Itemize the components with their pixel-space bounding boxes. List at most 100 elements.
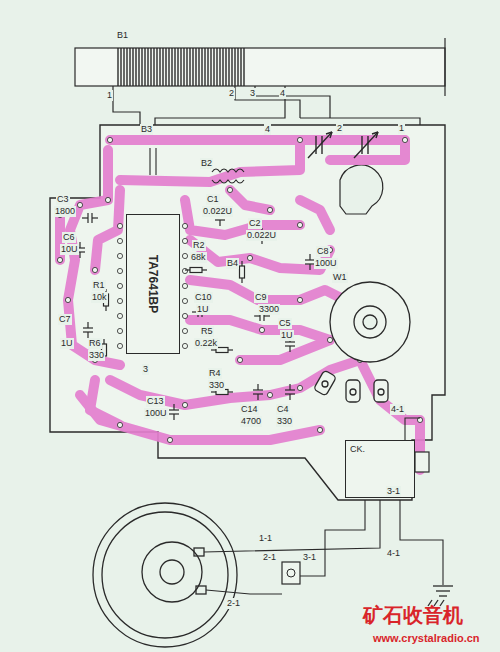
solder-pad bbox=[327, 337, 332, 342]
coil-winding bbox=[147, 48, 148, 86]
coil-winding bbox=[219, 48, 220, 86]
part-label: 3 bbox=[249, 88, 256, 99]
coil-winding bbox=[225, 48, 226, 86]
solder-pad bbox=[117, 253, 122, 258]
coil-winding bbox=[156, 48, 157, 86]
coil-winding bbox=[204, 48, 205, 86]
coil-winding bbox=[135, 48, 136, 86]
resistor-symbol bbox=[185, 268, 207, 273]
part-label: C13 bbox=[146, 396, 165, 407]
copper-pads bbox=[57, 137, 422, 442]
part-label: 3-1 bbox=[302, 552, 317, 563]
solder-pad bbox=[167, 437, 172, 442]
solder-pad bbox=[182, 328, 187, 333]
solder-pad bbox=[117, 328, 122, 333]
coil-winding bbox=[126, 48, 127, 86]
solder-pad bbox=[237, 357, 242, 362]
part-label: C4 bbox=[276, 404, 290, 415]
resistor-symbol bbox=[240, 261, 245, 283]
capacitor-symbol bbox=[82, 213, 98, 223]
part-label: 2 bbox=[336, 123, 343, 134]
solder-pad bbox=[117, 238, 122, 243]
part-label: 1U bbox=[280, 330, 294, 341]
coil-winding bbox=[177, 48, 178, 86]
part-label: 2 bbox=[228, 88, 235, 99]
part-label: 0.022U bbox=[246, 230, 277, 241]
part-label: B1 bbox=[116, 30, 129, 41]
solder-pad bbox=[297, 222, 302, 227]
solder-pad bbox=[92, 267, 97, 272]
wires bbox=[204, 418, 443, 594]
coil-winding bbox=[216, 48, 217, 86]
part-label: 3 bbox=[142, 364, 149, 375]
solder-pad bbox=[57, 257, 62, 262]
capacitor-symbol bbox=[83, 322, 93, 338]
part-label: B4 bbox=[226, 258, 239, 269]
capacitor-symbol bbox=[285, 384, 295, 400]
part-label: 100U bbox=[314, 258, 338, 269]
coil-winding bbox=[186, 48, 187, 86]
coil-winding bbox=[171, 48, 172, 86]
part-label: B2 bbox=[200, 158, 213, 169]
part-label: 330 bbox=[276, 416, 293, 427]
part-label: 2-1 bbox=[262, 552, 277, 563]
coil-winding bbox=[180, 48, 181, 86]
part-label: C2 bbox=[248, 218, 262, 229]
part-label: C14 bbox=[240, 404, 259, 415]
coil-winding bbox=[150, 48, 151, 86]
jack-socket: CK. bbox=[345, 440, 415, 498]
terminal-screw bbox=[287, 569, 295, 577]
capacitor-symbol bbox=[253, 384, 263, 400]
solder-pad bbox=[267, 207, 272, 212]
part-label: 4 bbox=[279, 88, 286, 99]
board-cutout bbox=[340, 165, 383, 214]
solder-pad bbox=[117, 422, 122, 427]
jack-name: CK. bbox=[350, 444, 365, 454]
coil-winding bbox=[201, 48, 202, 86]
coil-winding bbox=[162, 48, 163, 86]
coil-winding bbox=[165, 48, 166, 86]
solder-pad bbox=[267, 392, 272, 397]
coil-winding bbox=[120, 48, 121, 86]
solder-pad bbox=[297, 385, 302, 390]
part-label: C1 bbox=[206, 194, 220, 205]
part-label: B3 bbox=[140, 124, 153, 135]
part-label: R6 bbox=[88, 338, 102, 349]
solder-pad bbox=[247, 255, 252, 260]
part-label: 1 bbox=[398, 123, 405, 134]
coil-winding bbox=[153, 48, 154, 86]
capacitor-symbol bbox=[169, 404, 179, 420]
solder-pad bbox=[182, 223, 187, 228]
part-label: 3300 bbox=[258, 304, 280, 315]
copper-traces bbox=[60, 140, 420, 470]
part-label: R1 bbox=[92, 280, 106, 291]
solder-pad bbox=[182, 313, 187, 318]
coil-winding bbox=[240, 48, 241, 86]
solder-pad bbox=[117, 313, 122, 318]
part-label: 1 bbox=[106, 90, 113, 101]
part-label: C6 bbox=[62, 232, 76, 243]
coil-winding bbox=[237, 48, 238, 86]
solder-pad bbox=[182, 268, 187, 273]
coil-winding bbox=[231, 48, 232, 86]
coil-winding bbox=[243, 48, 244, 86]
watermark: 矿石收音机 bbox=[362, 604, 464, 626]
coil-winding bbox=[234, 48, 235, 86]
part-label: R4 bbox=[208, 368, 222, 379]
coil-winding bbox=[228, 48, 229, 86]
solder-pad bbox=[117, 298, 122, 303]
ground-symbol bbox=[428, 586, 453, 606]
coil-winding bbox=[144, 48, 145, 86]
part-label: 1U bbox=[60, 338, 74, 349]
solder-pad bbox=[77, 202, 82, 207]
solder-pad bbox=[402, 137, 407, 142]
solder-pad bbox=[117, 343, 122, 348]
coil-winding bbox=[117, 48, 118, 86]
part-label: 10k bbox=[91, 292, 108, 303]
coil-winding bbox=[207, 48, 208, 86]
solder-pad bbox=[117, 223, 122, 228]
part-label: 330 bbox=[88, 350, 105, 361]
part-label: 3-1 bbox=[386, 486, 401, 497]
part-label: C5 bbox=[278, 318, 292, 329]
part-label: 4 bbox=[264, 124, 271, 135]
